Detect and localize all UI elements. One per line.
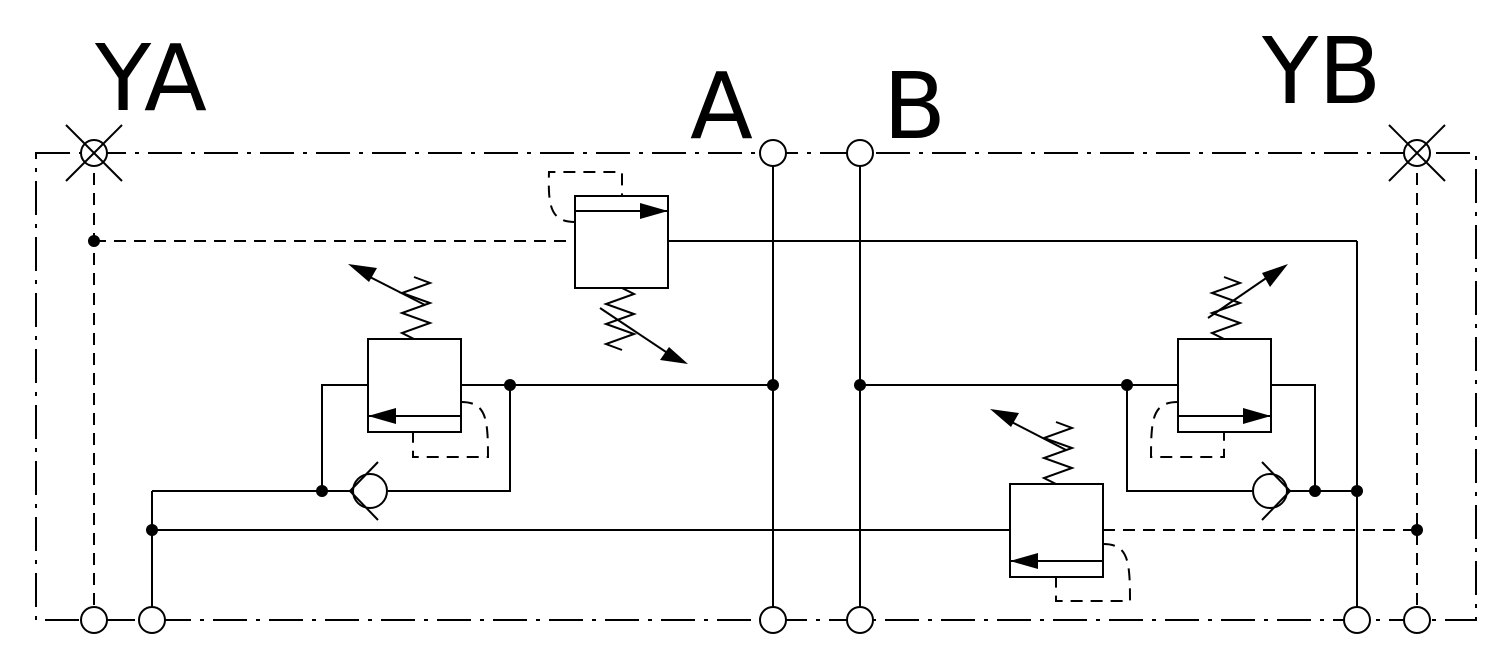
port-b-top bbox=[846, 139, 874, 167]
line-right-bypass bbox=[1126, 385, 1252, 492]
junction-b bbox=[854, 379, 866, 391]
right-relief-valve bbox=[1149, 264, 1288, 458]
top-relief-valve bbox=[547, 171, 688, 364]
junction-right-return bbox=[1351, 485, 1363, 497]
port-yb-bottom bbox=[1403, 606, 1431, 634]
port-label-a: A bbox=[690, 53, 753, 160]
left-relief-valve bbox=[348, 264, 490, 458]
line-right-valve-out bbox=[1271, 384, 1316, 491]
junction-yb-pilot bbox=[1411, 524, 1423, 536]
lower-right-relief-valve bbox=[990, 409, 1132, 602]
port-b-bottom bbox=[846, 606, 874, 634]
port-a-top bbox=[759, 139, 787, 167]
port-a-bottom bbox=[759, 606, 787, 634]
line-left-bypass bbox=[388, 385, 511, 492]
right-check-valve bbox=[1252, 461, 1291, 521]
port-t-left-bottom bbox=[138, 606, 166, 634]
line-left-valve-in bbox=[321, 384, 368, 491]
port-t-right-bottom bbox=[1343, 606, 1371, 634]
port-label-yb: YB bbox=[1261, 18, 1381, 125]
junction-tank-left bbox=[146, 524, 158, 536]
junction-ya-pilot bbox=[88, 235, 100, 247]
junction-left-check bbox=[316, 485, 328, 497]
junction-right-check bbox=[1309, 485, 1321, 497]
junction-a bbox=[767, 379, 779, 391]
port-label-b: B bbox=[883, 53, 946, 160]
plugged-port-yb bbox=[1388, 124, 1446, 182]
port-label-ya: YA bbox=[94, 25, 207, 132]
left-check-valve bbox=[349, 461, 388, 521]
port-ya-bottom bbox=[80, 606, 108, 634]
plugged-port-ya bbox=[65, 124, 123, 182]
